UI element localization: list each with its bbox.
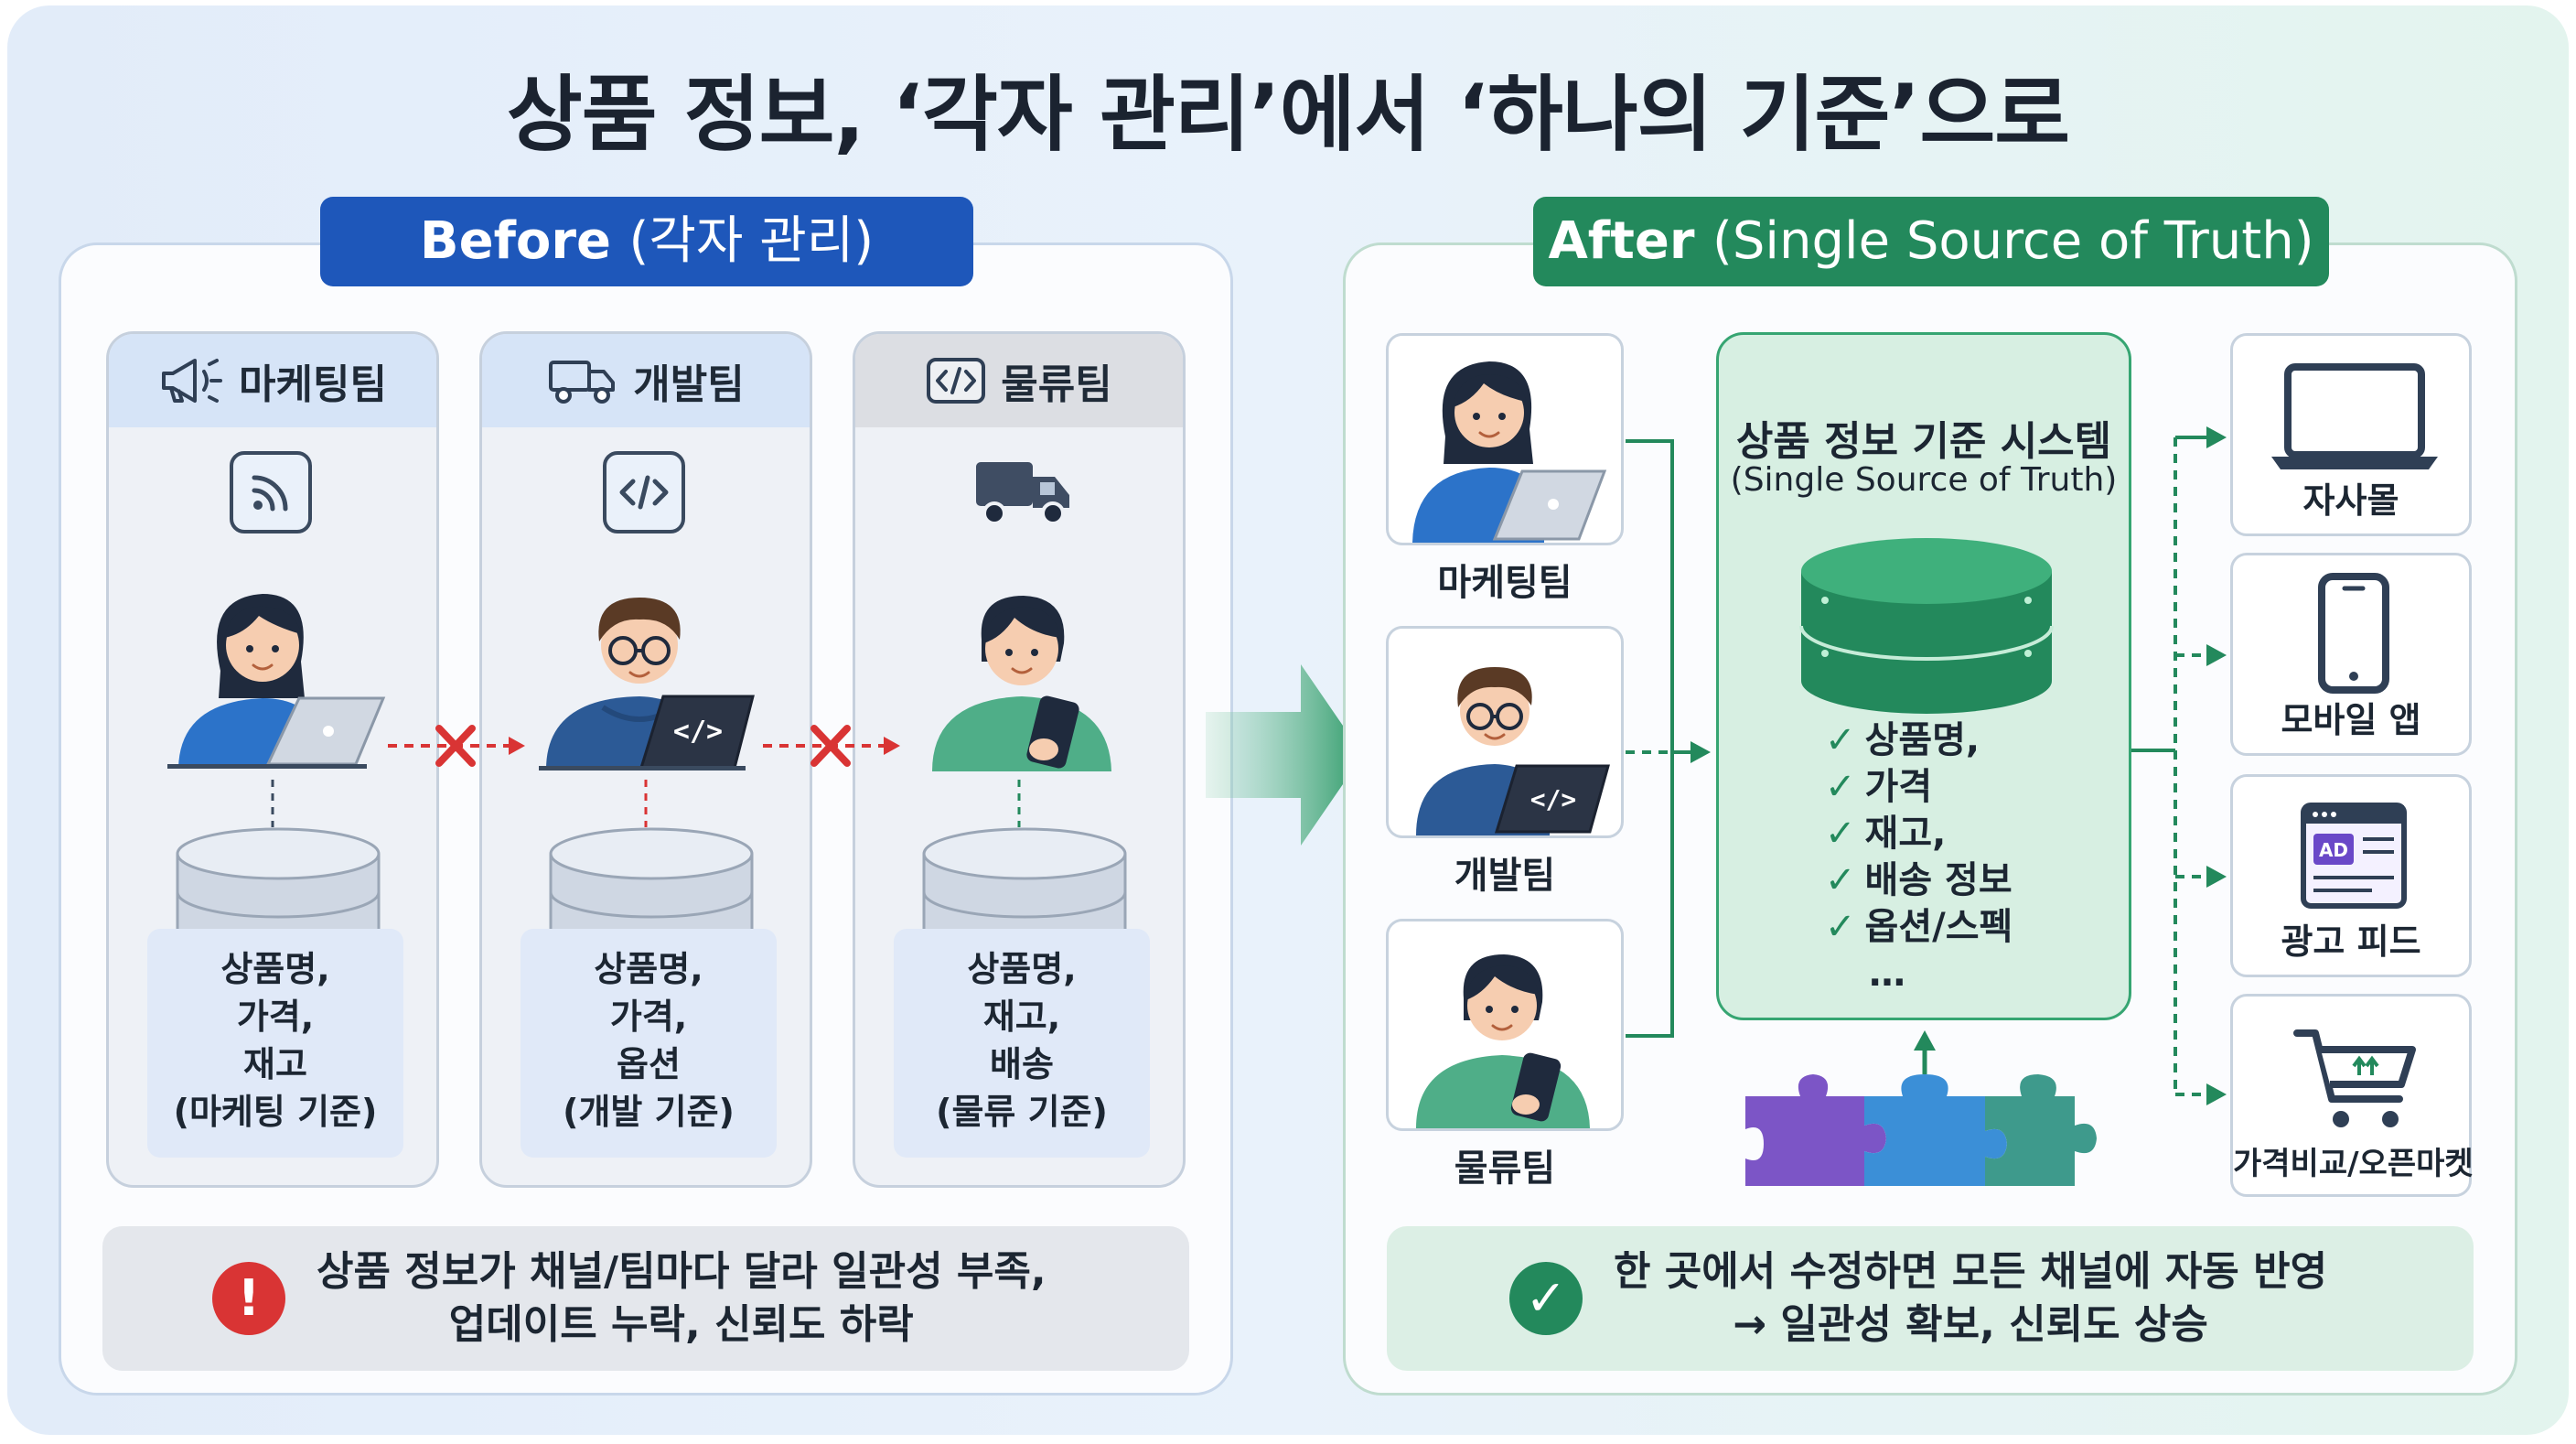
after-benefit-summary: ✓ 한 곳에서 수정하면 모든 채널에 자동 반영 → 일관성 확보, 신뢰도 … xyxy=(1387,1226,2474,1371)
team-column-header: 마케팅팀 xyxy=(109,334,436,427)
shopping-cart-icon xyxy=(2292,1024,2420,1134)
channel-label: 모바일 앱 xyxy=(2281,700,2421,740)
before-pill-label: Before xyxy=(419,211,612,271)
team-data-box: 상품명, 가격, 옵션 (개발 기준) xyxy=(521,929,777,1158)
channel-card-ad-feed: AD 광고 피드 xyxy=(2230,774,2472,977)
check-icon: ✓ xyxy=(1825,906,1856,948)
svg-text:</>: </> xyxy=(1530,784,1577,814)
ad-badge-label: AD xyxy=(2319,839,2348,861)
database-cylinder xyxy=(921,826,1128,936)
team-column-header: 물류팀 xyxy=(855,334,1183,427)
system-title: 상품 정보 기준 시스템 xyxy=(1735,418,2112,465)
single-source-system: 상품 정보 기준 시스템 (Single Source of Truth) ✓상… xyxy=(1716,332,2131,1020)
channel-card-own-mall: 자사몰 xyxy=(2230,333,2472,536)
team-column-header: 개발팀 xyxy=(482,334,810,427)
team-column-developer: 개발팀 </> 상품명, 가격, xyxy=(479,331,812,1188)
list-item: ✓재고, xyxy=(1825,813,1947,855)
benefit-message: 한 곳에서 수정하면 모든 채널에 자동 반영 → 일관성 확보, 신뢰도 상승 xyxy=(1614,1248,2328,1348)
code-icon xyxy=(603,451,685,533)
team-name: 마케팅팀 xyxy=(239,361,387,408)
rss-feed-icon xyxy=(230,451,312,533)
blocked-x-icon xyxy=(810,725,851,767)
central-database-icon xyxy=(1798,534,2055,717)
check-icon: ✓ xyxy=(1825,813,1856,855)
channel-label: 광고 피드 xyxy=(2281,921,2421,962)
channel-card-mobile-app: 모바일 앱 xyxy=(2230,553,2472,756)
problem-message: 상품 정보가 채널/팀마다 달라 일관성 부족, 업데이트 누락, 신뢰도 하락 xyxy=(317,1248,1046,1348)
channel-label: 자사몰 xyxy=(2302,480,2399,521)
check-icon: ✓ xyxy=(1825,766,1856,808)
logistics-phone-illustration xyxy=(923,561,1124,781)
after-label-pill: After (Single Source of Truth) xyxy=(1533,197,2329,286)
team-card-label: 개발팀 xyxy=(1454,855,1556,897)
list-item: ✓옵션/스펙 xyxy=(1825,906,2013,948)
team-data-box: 상품명, 재고, 배송 (물류 기준) xyxy=(894,929,1150,1158)
list-more: … xyxy=(1869,953,1905,995)
blocked-connection-arrow xyxy=(384,723,531,769)
developer-laptop-illustration: </> xyxy=(1416,667,1610,835)
before-problem-summary: ! 상품 정보가 채널/팀마다 달라 일관성 부족, 업데이트 누락, 신뢰도 … xyxy=(102,1226,1189,1371)
list-item: ✓가격 xyxy=(1825,766,1933,808)
logistics-phone-illustration xyxy=(1416,954,1590,1128)
channel-card-price-compare: 가격비교/오픈마켓 xyxy=(2230,994,2474,1197)
system-field-list: ✓상품명, ✓가격 ✓재고, ✓배송 정보 ✓옵션/스펙 … xyxy=(1825,717,2012,997)
list-item: ✓상품명, xyxy=(1825,719,1980,761)
megaphone-icon xyxy=(158,355,224,406)
before-pill-paren: (각자 관리) xyxy=(628,211,875,271)
after-pill-label: After xyxy=(1548,211,1695,271)
team-card-logistics xyxy=(1386,919,1624,1131)
blocked-x-icon xyxy=(435,725,476,767)
developer-laptop-illustration: </> xyxy=(539,561,758,781)
team-data-box: 상품명, 가격, 재고 (마케팅 기준) xyxy=(147,929,403,1158)
marketer-laptop-illustration xyxy=(167,561,387,781)
truck-icon xyxy=(547,355,618,406)
svg-text:</>: </> xyxy=(673,716,723,748)
check-icon: ✓ xyxy=(1509,1262,1583,1335)
team-card-label: 마케팅팀 xyxy=(1437,562,1572,604)
code-icon xyxy=(926,357,986,404)
database-cylinder xyxy=(175,826,381,936)
transition-arrow-icon xyxy=(1206,659,1367,851)
team-name: 물류팀 xyxy=(1001,361,1112,408)
team-name: 개발팀 xyxy=(633,361,745,408)
truck-icon xyxy=(972,457,1073,528)
team-card-developer: </> xyxy=(1386,626,1624,838)
ad-feed-icon: AD xyxy=(2299,801,2409,911)
blocked-connection-arrow xyxy=(759,723,906,769)
page-title: 상품 정보, ‘각자 관리’에서 ‘하나의 기준’으로 xyxy=(506,67,2070,163)
database-cylinder xyxy=(548,826,755,936)
laptop-icon xyxy=(2268,361,2442,471)
puzzle-pieces-icon xyxy=(1745,1030,2097,1186)
before-label-pill: Before (각자 관리) xyxy=(320,197,973,286)
marketer-laptop-illustration xyxy=(1412,361,1607,543)
check-icon: ✓ xyxy=(1825,719,1856,761)
list-item: ✓배송 정보 xyxy=(1825,859,2012,901)
smartphone-icon xyxy=(2317,572,2390,695)
team-card-label: 물류팀 xyxy=(1454,1148,1556,1190)
team-column-logistics: 물류팀 상품명, 재고, 배송 (물 xyxy=(853,331,1186,1188)
team-card-marketing xyxy=(1386,333,1624,545)
after-pill-paren: (Single Source of Truth) xyxy=(1712,211,2314,271)
check-icon: ✓ xyxy=(1825,859,1856,901)
alert-icon: ! xyxy=(212,1262,285,1335)
system-subtitle: (Single Source of Truth) xyxy=(1730,461,2118,499)
channel-label: 가격비교/오픈마켓 xyxy=(2233,1146,2474,1182)
